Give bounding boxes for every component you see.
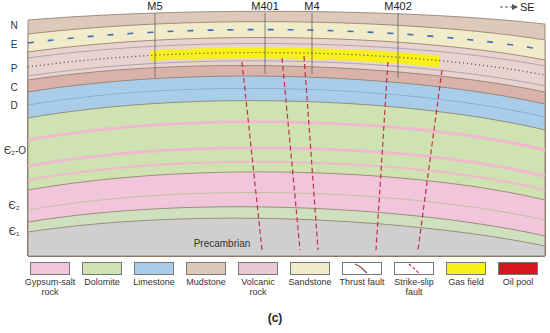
- legend-text: Mudstone: [180, 278, 232, 288]
- thrust-line: [355, 264, 367, 273]
- legend-item: Gypsum-salt rock: [24, 262, 76, 298]
- stratum-name: D: [10, 100, 17, 111]
- legend-text: Dolomite: [76, 278, 128, 288]
- stratum-name: Є₁: [9, 226, 20, 237]
- legend-text: Gypsum-salt rock: [24, 278, 76, 298]
- well-line: [398, 13, 399, 78]
- mudstone-line: [28, 61, 545, 86]
- strata-details: [28, 30, 545, 220]
- fault-line: [282, 58, 300, 250]
- legend-item: Sandstone: [284, 262, 336, 288]
- direction-arrow: [500, 7, 517, 8]
- figure-caption: (c): [268, 312, 283, 325]
- stratum-precambrian: [28, 218, 545, 256]
- fault-line: [304, 56, 318, 250]
- stratum-d: [28, 76, 545, 256]
- well-name: M401: [251, 0, 279, 12]
- wells: [155, 13, 398, 78]
- stratum-name: Precambrian: [194, 238, 251, 249]
- section-frame: [28, 6, 545, 256]
- line-sample: [342, 262, 382, 275]
- gas-field: [150, 48, 440, 82]
- stratum-e: [28, 22, 545, 256]
- legend-item: Gas field: [440, 262, 492, 288]
- well-line: [265, 13, 266, 74]
- legend-swatch: [134, 262, 174, 275]
- strata: [28, 11, 545, 256]
- dolomite-line: [28, 192, 545, 220]
- legend-item: Thrust fault: [336, 262, 388, 288]
- stratum-e1: [28, 207, 545, 256]
- legend-swatch: [82, 262, 122, 275]
- fault-line: [376, 62, 388, 250]
- mudstone-line: [28, 44, 545, 66]
- gypsum-interlayer: [28, 162, 545, 190]
- line-sample: [394, 262, 434, 275]
- legend-text: Thrust fault: [336, 278, 388, 288]
- legend-text: Sandstone: [284, 278, 336, 288]
- gypsum-interlayer: [28, 122, 545, 150]
- stratum-name: P: [11, 63, 18, 74]
- mudstone-lens: [28, 30, 545, 50]
- well-line: [312, 13, 313, 74]
- strike-slip-faults: [242, 56, 442, 250]
- stratum-n: [28, 11, 545, 256]
- well-name: M402: [384, 0, 412, 12]
- stratum-name: N: [10, 20, 17, 31]
- fault-line: [418, 70, 442, 250]
- legend-text: Gas field: [440, 278, 492, 288]
- legend-item: Limestone: [128, 262, 180, 288]
- stratum-name: E: [11, 39, 18, 50]
- stratum-c: [28, 65, 545, 256]
- stratum-e2o: [28, 101, 545, 256]
- legend-swatch: [498, 262, 538, 275]
- fault-line: [242, 62, 262, 250]
- stratum-name: C: [10, 82, 17, 93]
- legend-item: Strike-slip fault: [388, 262, 440, 298]
- legend-item: Dolomite: [76, 262, 128, 288]
- well-line: [155, 13, 156, 78]
- stratum-e2: [28, 172, 545, 256]
- stratum-name: Є₂-O: [4, 145, 26, 156]
- legend-text: Volcanic rock: [232, 278, 284, 298]
- stratum-p: [28, 38, 545, 256]
- legend-swatch: [290, 262, 330, 275]
- sandstone-dots: [28, 53, 545, 75]
- legend-swatch: [186, 262, 226, 275]
- legend-swatch: [446, 262, 486, 275]
- well-name: M4: [304, 0, 319, 12]
- line-sample-art: [343, 263, 381, 274]
- stratum-name: Є₂: [8, 200, 19, 211]
- legend-text: Limestone: [128, 278, 180, 288]
- legend-swatch: [238, 262, 278, 275]
- legend-item: Mudstone: [180, 262, 232, 288]
- legend-swatch: [30, 262, 70, 275]
- well-name: M5: [147, 0, 162, 12]
- legend-item: Volcanic rock: [232, 262, 284, 298]
- line-sample-art: [395, 263, 433, 274]
- legend-item: Oil pool: [492, 262, 544, 288]
- direction-label: SE: [520, 1, 535, 13]
- strike-slip-line: [409, 264, 419, 273]
- legend-text: Strike-slip fault: [388, 278, 440, 298]
- legend-text: Oil pool: [492, 278, 544, 288]
